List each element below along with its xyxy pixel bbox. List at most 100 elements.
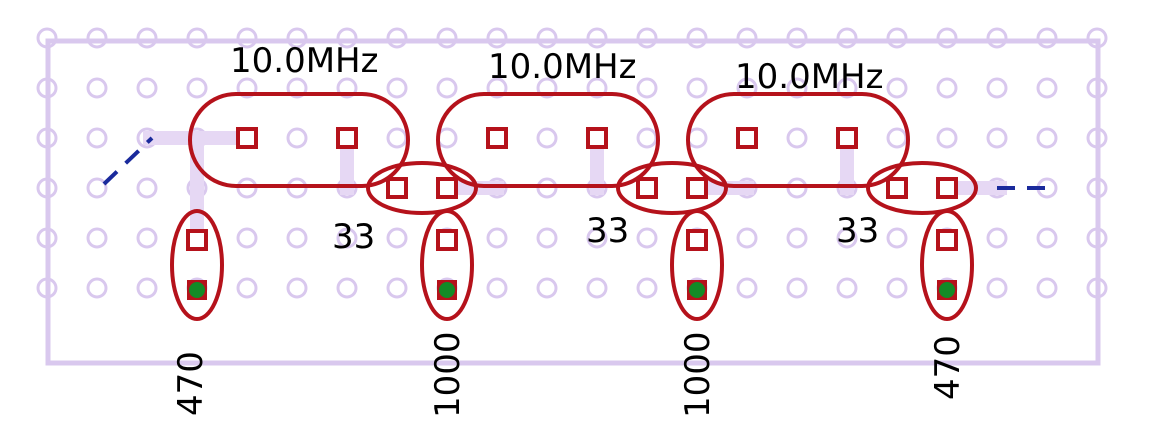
board-hole — [286, 227, 308, 249]
component-pads — [186, 127, 958, 300]
component-pad — [436, 177, 458, 199]
board-hole — [836, 227, 858, 249]
resistor-rs2-outline — [616, 161, 728, 215]
board-hole — [636, 127, 658, 149]
board-hole — [1036, 127, 1058, 149]
component-pad — [736, 127, 758, 149]
board-hole — [136, 177, 158, 199]
board-hole — [686, 27, 708, 49]
board-hole — [86, 227, 108, 249]
board-hole — [386, 127, 408, 149]
capacitor-c3-label: 1000 — [678, 331, 718, 418]
crystal-y1-label: 10.0MHz — [230, 41, 378, 81]
resistor-rs1-label: 33 — [332, 217, 375, 257]
board-hole — [786, 77, 808, 99]
board-hole — [736, 77, 758, 99]
board-hole — [86, 277, 108, 299]
board-hole — [936, 27, 958, 49]
board-hole — [486, 27, 508, 49]
board-outline — [45, 38, 1101, 366]
board-hole — [786, 277, 808, 299]
board-hole — [486, 227, 508, 249]
ground-pad-dot — [189, 282, 205, 298]
board-hole — [236, 227, 258, 249]
component-pad — [486, 127, 508, 149]
capacitor-c2-label: 1000 — [428, 331, 468, 418]
component-pad — [686, 177, 708, 199]
capacitor-c4-outline — [920, 209, 974, 321]
board-hole — [286, 277, 308, 299]
component-labels: 10.0MHz 10.0MHz 10.0MHz 33 33 33 470 100… — [171, 41, 968, 418]
component-pad — [636, 177, 658, 199]
board-hole — [836, 77, 858, 99]
capacitor-c3-outline — [670, 209, 724, 321]
board-hole — [886, 227, 908, 249]
board-hole — [986, 227, 1008, 249]
board-hole — [186, 77, 208, 99]
board-hole — [1036, 227, 1058, 249]
board-hole — [336, 77, 358, 99]
ground-pad-dot — [689, 282, 705, 298]
resistor-rs2-label: 33 — [586, 211, 629, 251]
board-hole — [336, 227, 358, 249]
board-hole — [1036, 27, 1058, 49]
board-hole — [386, 227, 408, 249]
board-hole — [636, 27, 658, 49]
board-hole — [236, 277, 258, 299]
board-hole — [336, 277, 358, 299]
board-hole — [586, 27, 608, 49]
board-hole — [836, 277, 858, 299]
board-hole — [336, 27, 358, 49]
board-hole — [536, 127, 558, 149]
board-hole — [136, 77, 158, 99]
board-hole — [886, 77, 908, 99]
component-pad — [236, 127, 258, 149]
board-hole — [586, 277, 608, 299]
board-hole — [286, 27, 308, 49]
resistor-rs1-outline — [366, 161, 478, 215]
capacitor-c1-outline — [170, 209, 224, 321]
component-pad — [836, 127, 858, 149]
board-hole — [386, 27, 408, 49]
board-hole — [86, 27, 108, 49]
board-hole — [286, 127, 308, 149]
board-hole — [486, 77, 508, 99]
board-hole — [986, 27, 1008, 49]
resistor-rs3-label: 33 — [836, 211, 879, 251]
board-hole — [386, 277, 408, 299]
board-hole — [936, 127, 958, 149]
crystal-y3-outline — [686, 92, 910, 188]
board-hole — [236, 77, 258, 99]
board-hole — [236, 27, 258, 49]
component-pad — [936, 229, 958, 251]
board-hole — [136, 227, 158, 249]
board-hole — [536, 77, 558, 99]
crystal-y3-label: 10.0MHz — [735, 57, 883, 97]
board-hole — [436, 77, 458, 99]
crystal-y2-outline — [436, 92, 660, 188]
capacitor-c4-label: 470 — [928, 335, 968, 400]
ground-pad-dot — [439, 282, 455, 298]
board-hole — [136, 277, 158, 299]
crystal-y2-label: 10.0MHz — [488, 47, 636, 87]
board-hole — [636, 227, 658, 249]
component-pad — [586, 127, 608, 149]
board-hole — [536, 27, 558, 49]
board-hole — [886, 277, 908, 299]
board-hole — [386, 77, 408, 99]
board-hole — [986, 277, 1008, 299]
board-hole — [86, 177, 108, 199]
board-hole — [886, 127, 908, 149]
crystal-y1-outline — [188, 92, 410, 188]
board-hole — [986, 127, 1008, 149]
board-hole — [286, 77, 308, 99]
component-pad — [386, 177, 408, 199]
board-hole — [786, 227, 808, 249]
board-hole — [136, 27, 158, 49]
board-hole — [586, 77, 608, 99]
board-hole — [886, 27, 908, 49]
component-pad — [936, 177, 958, 199]
board-hole — [636, 77, 658, 99]
board-hole — [786, 27, 808, 49]
